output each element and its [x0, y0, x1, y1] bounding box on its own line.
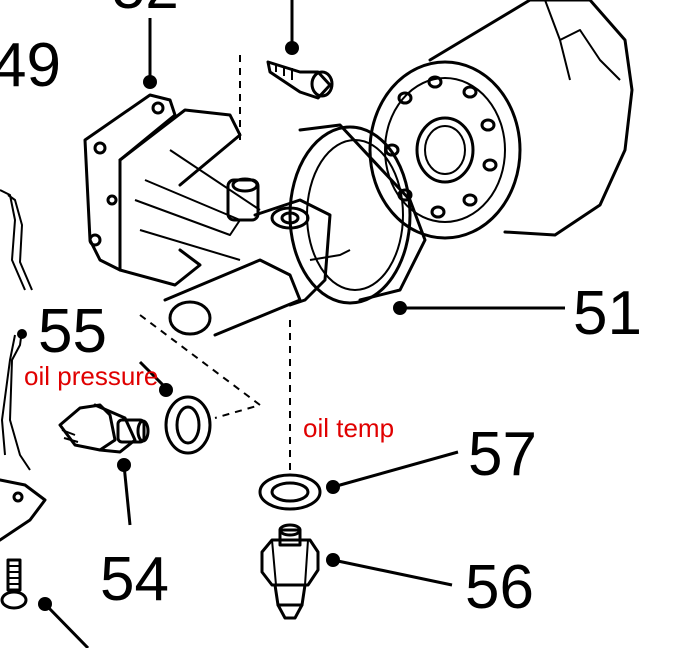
callout-55: 55 — [38, 297, 107, 366]
callout-49: 49 — [0, 31, 61, 100]
filter-housing — [163, 123, 427, 337]
filter-bracket — [83, 93, 261, 287]
leader-lines — [122, 18, 565, 587]
oil-pressure-switch — [58, 403, 150, 472]
annotation-oil-temp: oil temp — [303, 413, 394, 443]
pressure-washer — [164, 395, 212, 455]
callout-partial-top: 52 — [112, 0, 179, 21]
callout-51: 51 — [573, 279, 642, 348]
assembly-dashed-lines — [139, 55, 291, 470]
callout-54: 54 — [100, 545, 169, 614]
annotation-oil-pressure: oil pressure — [24, 361, 158, 391]
left-hardware — [0, 189, 90, 648]
callout-57: 57 — [468, 420, 537, 489]
bolt — [266, 0, 334, 100]
oil-temp-sensor — [260, 523, 320, 620]
temp-washer — [258, 473, 322, 511]
callout-56: 56 — [465, 553, 534, 622]
oil-filter — [368, 0, 634, 240]
